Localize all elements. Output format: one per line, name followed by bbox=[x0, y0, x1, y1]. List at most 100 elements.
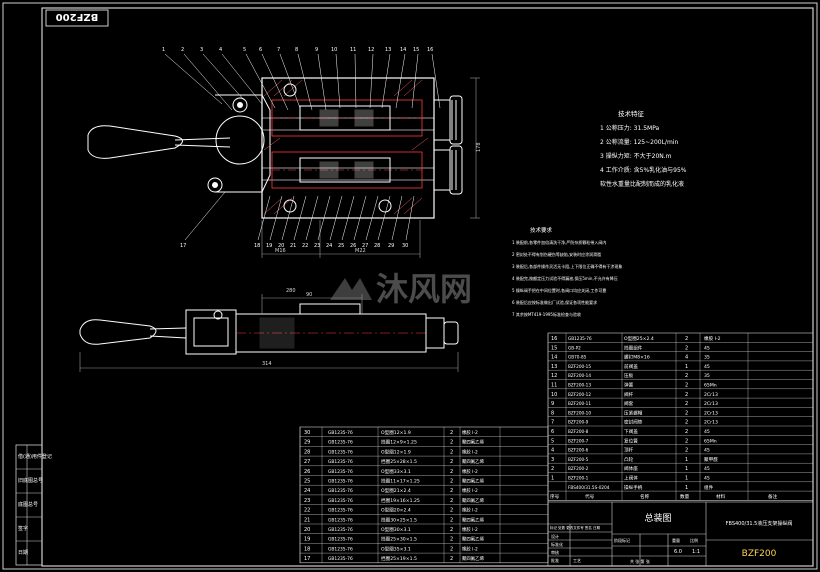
bom-cell-no: 25 bbox=[304, 479, 310, 485]
bom-cell-qty: 2 bbox=[685, 420, 688, 426]
bom-cell-qty: 2 bbox=[685, 401, 688, 407]
bom-cell-material: 聚甲醛 bbox=[704, 456, 718, 463]
bom-cell-material: 组件 bbox=[704, 484, 714, 491]
section-hatch bbox=[263, 79, 429, 215]
bom-cell-code: GB1235-76 bbox=[328, 440, 353, 446]
bom-cell-qty: 2 bbox=[685, 448, 688, 454]
part-number: 4 bbox=[219, 47, 222, 53]
part-number: 7 bbox=[277, 47, 280, 53]
bom-cell-qty: 2 bbox=[450, 449, 453, 455]
bom-cell-material: 聚四氟乙烯 bbox=[462, 555, 485, 562]
bom-cell-no: 8 bbox=[551, 410, 554, 416]
bom-cell-code: GB-P2 bbox=[568, 345, 581, 350]
bom-cell-name: 挡圈19×16×1.25 bbox=[381, 497, 420, 504]
bom-cell-no: 1 bbox=[551, 476, 554, 482]
bom-cell-no: 23 bbox=[304, 498, 310, 504]
bom-cell-name: 螺钉M8×16 bbox=[624, 354, 650, 361]
dim-bottom bbox=[261, 220, 421, 258]
bom-cell-no: 10 bbox=[551, 392, 557, 398]
dim-label: 314 bbox=[262, 361, 272, 367]
bom-cell-name: 挡圈11×17×1.25 bbox=[381, 478, 420, 485]
bom-cell-code: BZF200-1 bbox=[568, 476, 589, 481]
left-strip-labels: 借(通)用件登记 旧底图总号 底图总号 签字 日期 bbox=[18, 453, 52, 556]
tech-features: 技术特征 1 公称压力: 31.5MPa 2 公称流量: 125~200L/mi… bbox=[600, 109, 687, 188]
bom-cell-name: 挡圈25×28×1.5 bbox=[381, 458, 417, 465]
bom-cell-name: 压紧螺帽 bbox=[624, 409, 643, 416]
bom-cell-material: 聚四氟乙烯 bbox=[462, 516, 485, 523]
bom-cell-code: GB1235-76 bbox=[328, 498, 353, 504]
bom-cell-material: 橡胶 I-2 bbox=[462, 468, 478, 475]
bom-header-code: 代号 bbox=[585, 493, 595, 500]
part-number: 22 bbox=[302, 243, 308, 249]
bom-cell-no: 13 bbox=[551, 364, 557, 370]
left-strip bbox=[16, 445, 42, 565]
bom-cell-qty: 2 bbox=[685, 410, 688, 416]
bom-cell-qty: 2 bbox=[450, 430, 453, 436]
bom-cell-name: 凸轮 bbox=[624, 456, 634, 463]
spool-upper bbox=[271, 99, 423, 137]
bom-cell-qty: 2 bbox=[450, 469, 453, 475]
bom-cell-material: 45 bbox=[704, 448, 710, 454]
bom-cell-material: 聚四氟乙烯 bbox=[462, 458, 485, 465]
bom-cell-name: 复位簧 bbox=[624, 437, 638, 444]
bom-cell-name: 上阀体 bbox=[624, 475, 638, 482]
approve-label: 批准 bbox=[551, 557, 559, 563]
stage-label: 阶段标记 bbox=[614, 537, 630, 543]
part-number: 1 bbox=[162, 47, 165, 53]
bom-cell-qty: 2 bbox=[450, 537, 453, 543]
tech-feature-line: 3 操纵力矩: 不大于20N.m bbox=[600, 152, 672, 160]
part-number: 27 bbox=[362, 243, 368, 249]
std-label: 标准化 bbox=[551, 541, 563, 547]
bom-cell-code: GB1235-76 bbox=[328, 508, 353, 514]
bom-header-material: 材料 bbox=[716, 493, 726, 500]
dim-label: 178 bbox=[476, 142, 482, 152]
weight-label: 重量 bbox=[672, 537, 680, 543]
bom-cell-material: 橡胶 I-2 bbox=[462, 448, 478, 455]
part-number: 14 bbox=[400, 47, 406, 53]
bom-cell-code: FBS400/31.5S-0204 bbox=[568, 485, 610, 490]
bom-cell-material: 橡胶 I-2 bbox=[462, 429, 478, 436]
bom-cell-name: 挡圈25×30×1.5 bbox=[381, 536, 417, 543]
title-block bbox=[547, 501, 814, 567]
bom-cell-material: 45 bbox=[704, 345, 710, 351]
bom-cell-code: GB1235-76 bbox=[328, 517, 353, 523]
bom-cell-name: 挡圈组件 bbox=[624, 344, 643, 351]
bom-cell-code: BZF200-9 bbox=[568, 420, 589, 425]
bom-cell-material: 65Mn bbox=[704, 383, 717, 389]
part-number: 17 bbox=[180, 243, 186, 249]
bom-cell-name: 顶杆 bbox=[624, 447, 634, 454]
bom-cell-qty: 2 bbox=[685, 336, 688, 342]
part-number: 6 bbox=[259, 47, 262, 53]
bom-cell-code: GB1235-76 bbox=[328, 479, 353, 485]
bom-cell-no: 20 bbox=[304, 527, 310, 533]
bom-cell-qty: 1 bbox=[685, 485, 688, 491]
bom-cell-qty: 2 bbox=[685, 383, 688, 389]
bom-cell-qty: 2 bbox=[450, 498, 453, 504]
bom-cell-qty: 2 bbox=[450, 488, 453, 494]
bom-cell-no: 24 bbox=[304, 488, 310, 494]
bom-cell-qty: 2 bbox=[685, 429, 688, 435]
bom-cell-name: O型圈12×1.9 bbox=[381, 429, 411, 436]
bom-cell-material: 2Cr13 bbox=[704, 392, 718, 398]
bom-cell-material: 35 bbox=[704, 355, 710, 361]
bom-cell-material: 橡胶 I-2 bbox=[462, 507, 478, 514]
bom-cell-code: BZF200-6 bbox=[568, 448, 589, 453]
bom-cell-code: GB1235-76 bbox=[568, 336, 592, 341]
bom-cell-qty: 2 bbox=[450, 527, 453, 533]
bom-cell-qty: 1 bbox=[685, 476, 688, 482]
bom-header-row: 序号代号名称数量材料备注 bbox=[550, 493, 778, 500]
drawing-subtitle: FBS400/31.5液压支架操纵阀 bbox=[726, 520, 793, 527]
bom-cell-no: 3 bbox=[551, 457, 554, 463]
bom-cell-no: 16 bbox=[551, 336, 557, 342]
spool-lower bbox=[271, 151, 423, 189]
bom-cell-no: 15 bbox=[551, 345, 557, 351]
part-number: 15 bbox=[413, 47, 419, 53]
bom-cell-name: 挡圈12×9×1.25 bbox=[381, 439, 417, 446]
bom-cell-name: 挡圈30×25×1.5 bbox=[381, 516, 417, 523]
bom-cell-name: 弹簧 bbox=[624, 382, 634, 389]
bom-cell-name: 阀套 bbox=[624, 400, 634, 407]
bom-cell-material: 45 bbox=[704, 476, 710, 482]
revision-marks: 标记 处数 更改文件号 签名 日期 bbox=[550, 525, 600, 530]
